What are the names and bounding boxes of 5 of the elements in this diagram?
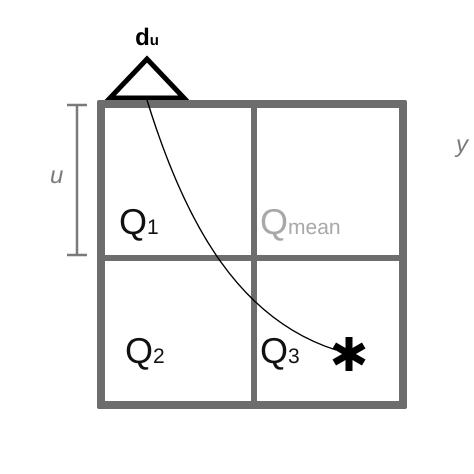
curved-line <box>146 100 336 351</box>
grid-frame <box>97 100 407 409</box>
axis-label: y <box>456 133 468 157</box>
dimension-label: u <box>50 164 64 188</box>
asterisk-marker <box>332 335 366 373</box>
